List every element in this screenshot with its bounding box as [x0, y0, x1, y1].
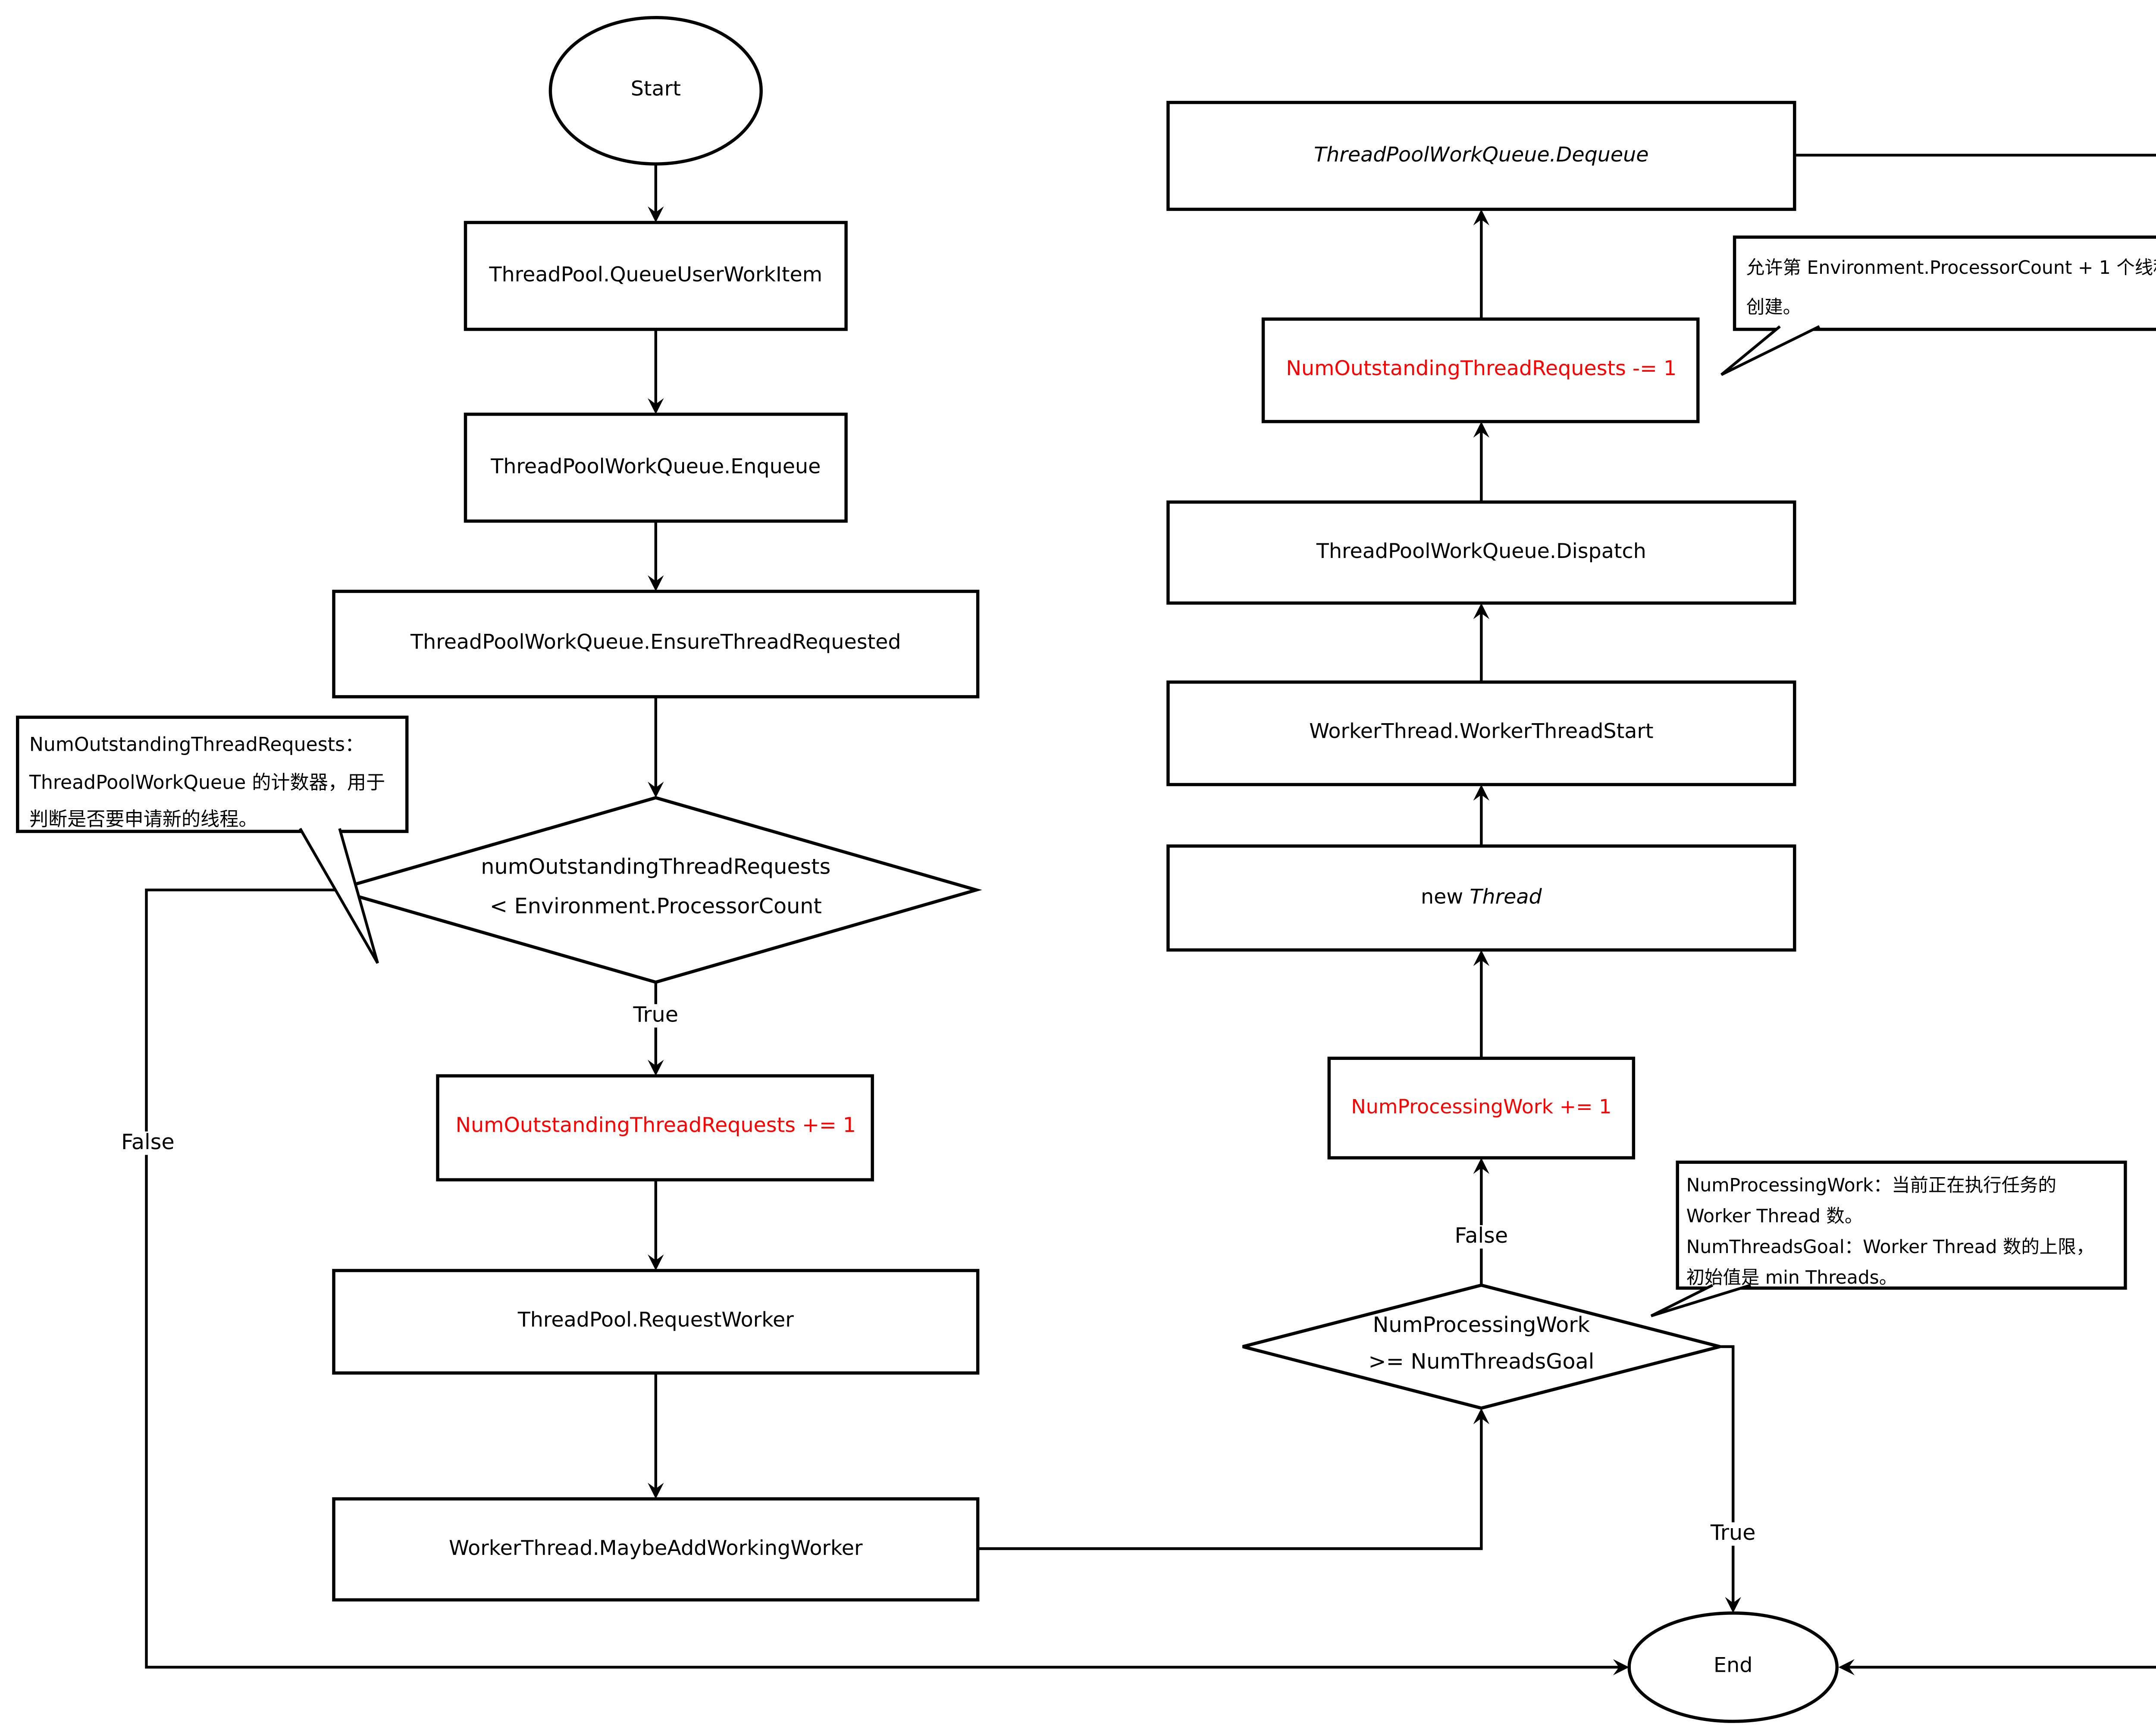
dispatch-node — [1166, 500, 1796, 605]
goal-note-callout — [1676, 1160, 2127, 1290]
processor-note-tail — [1720, 325, 1820, 376]
incr-processing-label: NumProcessingWork += 1 — [1351, 1096, 1612, 1119]
ensurethreadrequested-label: ThreadPoolWorkQueue.EnsureThreadRequeste… — [411, 631, 901, 655]
requestworker-label: ThreadPool.RequestWorker — [517, 1309, 794, 1332]
newthread-label: new Thread — [1421, 886, 1542, 912]
goal-note-line1: NumProcessingWork：当前正在执行任务的 — [1686, 1174, 2056, 1196]
outstanding-false-label: False — [116, 1131, 179, 1155]
newthread-emphasis: Thread — [1470, 886, 1542, 909]
incr-processing-node — [1327, 1056, 1636, 1159]
goal-decision-line1: NumProcessingWork — [1373, 1314, 1590, 1338]
dequeue-node — [1166, 100, 1796, 211]
outstanding-decision-label: numOutstandingThreadRequests < Environme… — [481, 849, 830, 928]
outstanding-note-line1: NumOutstandingThreadRequests： — [29, 735, 364, 757]
goal-false-label: False — [1450, 1225, 1513, 1249]
processor-note-line2: 创建。 — [1746, 295, 1802, 318]
edge-incrprocessing-to-newthread — [1473, 950, 1490, 1059]
edge-goalcheck-true-to-end — [1720, 1345, 1741, 1613]
outstanding-note-line3: 判断是否要申请新的线程。 — [29, 809, 258, 832]
incr-outstanding-node — [436, 1074, 874, 1181]
outstanding-note-text: NumOutstandingThreadRequests： ThreadPool… — [29, 727, 385, 840]
outstanding-true-label: True — [629, 1004, 683, 1028]
edge-start-to-queueuserworkitem — [648, 164, 664, 222]
queueuserworkitem-node — [464, 221, 848, 331]
edge-ensurethreadrequested-to-check — [648, 696, 664, 798]
edge-newthread-to-workerthreadstart — [1473, 784, 1490, 846]
goal-note-line2: Worker Thread 数。 — [1686, 1204, 1863, 1227]
edge-dispatch-to-decr — [1473, 421, 1490, 502]
queueuserworkitem-label: ThreadPool.QueueUserWorkItem — [489, 263, 823, 288]
start-label: Start — [630, 78, 681, 102]
goal-note-tail — [1650, 1284, 1751, 1317]
incr-outstanding-label: NumOutstandingThreadRequests += 1 — [455, 1114, 856, 1138]
processor-note-callout — [1733, 235, 2156, 331]
end-node — [1627, 1611, 1839, 1723]
edge-goalcheck-false-to-incrprocessing — [1473, 1158, 1490, 1285]
edge-decr-to-dequeue — [1473, 209, 1490, 320]
workerthreadstart-node — [1166, 680, 1796, 787]
processor-note-text: 允许第 Environment.ProcessorCount + 1 个线程的 … — [1746, 248, 2156, 326]
processor-note-line1: 允许第 Environment.ProcessorCount + 1 个线程的 — [1746, 256, 2156, 278]
goal-decision-label: NumProcessingWork >= NumThreadsGoal — [1368, 1309, 1594, 1382]
outstanding-decision-node — [329, 796, 982, 984]
edge-queueuserworkitem-to-enqueue — [648, 329, 664, 414]
end-label: End — [1714, 1654, 1753, 1678]
requestworker-node — [332, 1269, 980, 1375]
edge-check-false-to-end — [145, 888, 1630, 1676]
edge-dequeue-to-end — [1794, 154, 2156, 1676]
outstanding-note-line2: ThreadPoolWorkQueue 的计数器，用于 — [29, 772, 385, 794]
goal-note-line4: 初始值是 min Threads。 — [1686, 1266, 1898, 1288]
enqueue-node — [464, 412, 848, 523]
edge-incr-to-requestworker — [648, 1180, 664, 1271]
outstanding-decision-line1: numOutstandingThreadRequests — [481, 856, 831, 880]
newthread-node — [1166, 844, 1796, 952]
maybeaddworkingworker-label: WorkerThread.MaybeAddWorkingWorker — [448, 1537, 863, 1561]
edge-enqueue-to-ensurethreadrequested — [648, 521, 664, 592]
dequeue-label: ThreadPoolWorkQueue.Dequeue — [1314, 144, 1649, 167]
decr-outstanding-node — [1261, 317, 1700, 423]
edge-workerthreadstart-to-dispatch — [1473, 603, 1490, 682]
edge-requestworker-to-maybeadd — [648, 1373, 664, 1499]
edge-check-true-to-incr — [648, 982, 664, 1076]
goal-decision-node — [1242, 1283, 1720, 1410]
outstanding-note-callout — [16, 715, 409, 833]
outstanding-decision-line2: < Environment.ProcessorCount — [489, 896, 822, 919]
start-node — [548, 16, 763, 166]
maybeaddworkingworker-node — [332, 1497, 980, 1602]
goal-note-text: NumProcessingWork：当前正在执行任务的 Worker Threa… — [1686, 1169, 2095, 1292]
newthread-prefix: new — [1421, 886, 1470, 909]
goal-decision-line2: >= NumThreadsGoal — [1368, 1351, 1595, 1375]
workerthreadstart-label: WorkerThread.WorkerThreadStart — [1309, 720, 1654, 744]
goal-true-label: True — [1706, 1522, 1760, 1546]
enqueue-label: ThreadPoolWorkQueue.Enqueue — [491, 455, 821, 479]
edge-maybeadd-to-goalcheck — [978, 1408, 1490, 1550]
outstanding-note-tail — [299, 827, 379, 964]
ensurethreadrequested-node — [332, 589, 980, 699]
dispatch-label: ThreadPoolWorkQueue.Dispatch — [1316, 540, 1646, 564]
decr-outstanding-label: NumOutstandingThreadRequests -= 1 — [1286, 357, 1677, 381]
goal-note-line3: NumThreadsGoal：Worker Thread 数的上限， — [1686, 1235, 2095, 1257]
